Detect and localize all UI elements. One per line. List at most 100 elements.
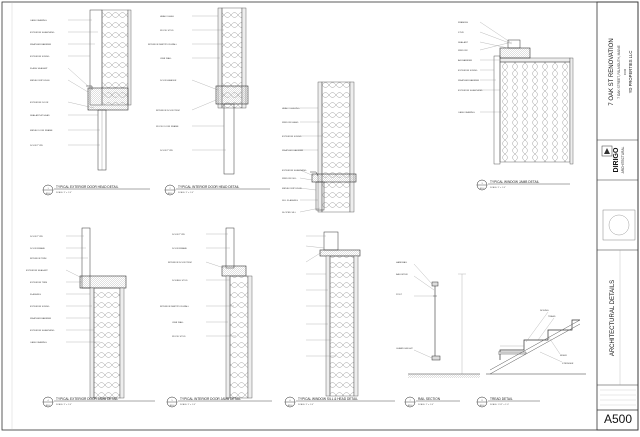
note: INTERIOR PARTITION WALL <box>160 305 190 308</box>
detail-8-notes: NOSING TREAD RISER STRINGER <box>540 310 574 365</box>
note: WOOD STUD <box>172 336 186 338</box>
detail-6a-drawing <box>310 81 357 213</box>
stamp-seal <box>608 214 630 236</box>
svg-text:A500: A500 <box>170 404 176 407</box>
firm-logo-icon <box>601 145 613 157</box>
svg-text:TREAD DETAIL: TREAD DETAIL <box>490 397 513 401</box>
svg-text:RAIL SECTION: RAIL SECTION <box>418 397 441 401</box>
detail-6a-leaders <box>299 107 322 213</box>
note: EXTERIOR SIDING <box>30 306 50 308</box>
note: BALUSTER <box>396 273 408 276</box>
note: STUD <box>458 32 464 34</box>
note: EXTERIOR SHEATHING <box>458 89 483 92</box>
svg-text:TYPICAL WINDOW SILL & HEAD DET: TYPICAL WINDOW SILL & HEAD DETAIL <box>298 397 358 401</box>
note: GUARD HEIGHT <box>396 347 413 350</box>
svg-text:SCALE: 3" = 1'-0": SCALE: 3" = 1'-0" <box>180 403 196 406</box>
note: GWB WALL <box>160 57 172 60</box>
note: WEATHER BARRIER <box>282 149 304 152</box>
detail-5-notes: DOOR TYPE DOOR FRAME INTERIOR DOOR TRIM … <box>160 234 192 338</box>
detail-3-notes: FRAMING STUD SEALANT WINDOW AIR BARRIER … <box>458 21 483 114</box>
note: DOOR HEADER <box>160 79 177 82</box>
svg-text:1: 1 <box>47 188 49 190</box>
detail-8-leaders <box>525 311 563 363</box>
note: DOUBLE STUD <box>172 280 188 282</box>
note: EXTERIOR SIDING <box>30 56 50 58</box>
caption-detail-2: 2 A500 TYPICAL INTERIOR DOOR HEAD DETAIL… <box>164 184 270 196</box>
detail-4-notes: DOOR TYPE DOOR FRAME INTERIOR TRIM EXTER… <box>26 236 55 344</box>
note: SEALANT <box>458 41 469 44</box>
note: WEATHER BARRIER <box>30 43 52 46</box>
note: EXTERIOR DOOR <box>30 102 49 104</box>
note: SLOPED SILL <box>282 212 297 214</box>
note: EXTERIOR SHEATHING <box>30 329 55 332</box>
note: CASE FRAMING <box>30 341 47 344</box>
svg-text:TYPICAL WINDOW JAMB DETAIL: TYPICAL WINDOW JAMB DETAIL <box>490 180 539 184</box>
sheet-number: A500 <box>603 412 633 426</box>
svg-text:TYPICAL EXTERIOR DOOR HEAD DET: TYPICAL EXTERIOR DOOR HEAD DETAIL <box>56 185 119 189</box>
detail-2-drawing <box>215 7 249 175</box>
firm-name: DIRIGO <box>613 147 620 172</box>
note: DOOR FRAME <box>30 247 45 250</box>
caption-detail-7: 7 A500 RAIL SECTION SCALE: 1" = 1'-0" <box>404 396 460 408</box>
detail-2-leaders <box>191 15 226 151</box>
project-address: 7 OAK STREET, FALMOUTH, MAINE <box>617 45 621 99</box>
caption-detail-8: 8 A500 TREAD DETAIL SCALE: 1 1/2" = 1'-0… <box>476 396 540 408</box>
note: INTERIOR DOOR TRIM <box>168 262 192 264</box>
note: TREAD <box>548 315 556 318</box>
note: WINDOW <box>458 50 469 52</box>
note: METAL DRIP EDGE <box>30 79 50 82</box>
note: WOOD STUD <box>160 30 174 32</box>
svg-text:TYPICAL INTERIOR DOOR JAMB DET: TYPICAL INTERIOR DOOR JAMB DETAIL <box>180 397 241 401</box>
note: SEALANT AT HEAD <box>30 114 50 117</box>
note: RISER <box>560 355 567 357</box>
note: SILL FLASHING <box>282 199 298 202</box>
detail-1-drawing <box>86 9 132 171</box>
svg-text:A500: A500 <box>46 192 52 195</box>
svg-text:4: 4 <box>47 400 49 402</box>
svg-text:SCALE: 3" = 1'-0": SCALE: 3" = 1'-0" <box>298 403 314 406</box>
svg-text:2: 2 <box>169 188 171 190</box>
stamp-box <box>602 209 636 241</box>
note: WEATHER BARRIER <box>458 79 480 82</box>
detail-5-drawing <box>221 227 253 399</box>
detail-1-notes: CASE FRAMING EXTERIOR SHEATHING WEATHER … <box>30 19 55 147</box>
detail-1-leaders <box>67 19 100 146</box>
svg-text:7: 7 <box>409 400 411 402</box>
svg-text:A500: A500 <box>46 404 52 407</box>
note: CASE FRAMING <box>30 19 47 22</box>
svg-text:TYPICAL INTERIOR DOOR HEAD DET: TYPICAL INTERIOR DOOR HEAD DETAIL <box>178 185 240 189</box>
client-name: YD PROPERTIES LLC <box>628 51 633 94</box>
detail-4-drawing <box>79 227 127 399</box>
note: FLASHING <box>30 293 41 296</box>
detail-6a-notes: HEAD FLASHING WINDOW HEAD EXTERIOR SIDIN… <box>282 107 307 214</box>
detail-7-notes: HANDRAIL BALUSTER POST GUARD HEIGHT <box>396 261 413 350</box>
note: WOOD DOOR FRAME <box>156 125 179 128</box>
note: METAL DRIP EDGE <box>282 187 302 190</box>
note: GWB WALL <box>172 321 184 324</box>
note: HEAD FLASHING <box>282 107 300 110</box>
detail-6b-drawing <box>319 231 361 397</box>
sheet-title: ARCHITECTURAL DETAILS <box>610 280 616 356</box>
svg-text:SCALE: 3" = 1'-0": SCALE: 3" = 1'-0" <box>56 191 72 194</box>
detail-3-leaders <box>479 21 513 113</box>
note: EXTERIOR SHEATHING <box>30 31 55 34</box>
svg-text:3: 3 <box>481 183 483 185</box>
detail-4-leaders <box>65 235 100 343</box>
svg-text:SCALE: 3" = 1'-0": SCALE: 3" = 1'-0" <box>56 403 72 406</box>
svg-text:SCALE: 1 1/2" = 1'-0": SCALE: 1 1/2" = 1'-0" <box>490 403 509 406</box>
note: EXTERIOR TRIM <box>30 282 47 284</box>
note: NOSING <box>540 310 549 312</box>
note: EXTERIOR SIDING <box>458 70 478 72</box>
note: EXTERIOR SIDING <box>282 136 302 138</box>
note: WEATHER BARRIER <box>30 317 52 320</box>
svg-text:A500: A500 <box>168 192 174 195</box>
note: DOOR TYPE <box>172 234 185 236</box>
note: EXTERIOR SEALANT <box>26 269 48 272</box>
note: DOOR TYPE <box>30 145 43 147</box>
svg-text:5: 5 <box>171 400 173 402</box>
note: WINDOW SILL <box>282 178 297 180</box>
caption-detail-1: 1 A500 TYPICAL EXTERIOR DOOR HEAD DETAIL… <box>42 184 150 196</box>
caption-detail-4: 4 A500 TYPICAL EXTERIOR DOOR JAMB DETAIL… <box>42 396 155 408</box>
